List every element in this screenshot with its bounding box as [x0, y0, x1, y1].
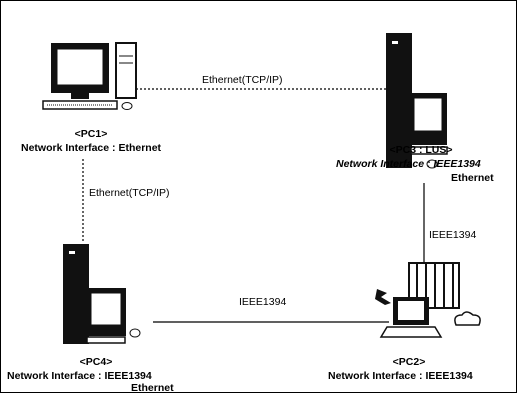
pc4-name: <PC4>: [79, 356, 113, 368]
link-label-pc4-pc2: IEEE1394: [239, 296, 287, 308]
pc4-interface: Network Interface : IEEE1394: [7, 370, 152, 382]
link-label-pc1-pc4: Ethernet(TCP/IP): [89, 187, 170, 199]
pc1-computer-icon: [42, 42, 137, 110]
pc2-interface: Network Interface : IEEE1394: [328, 370, 473, 382]
pc3-computer-icon: [386, 33, 448, 169]
pc2-name: <PC2>: [392, 356, 426, 368]
pc1-interface: Network Interface : Ethernet: [21, 142, 162, 154]
pc2-computer-icon: [375, 262, 481, 338]
pc4-interface-extra: Ethernet: [131, 382, 174, 393]
pc4-computer-icon: [63, 244, 141, 344]
pc3-interface: Network Interface : IEEE1394: [336, 158, 481, 170]
pc3-name: <PC3 : LUS>: [389, 144, 453, 156]
pc3-interface-extra: Ethernet: [451, 172, 494, 184]
link-label-pc3-pc2: IEEE1394: [429, 229, 477, 241]
link-label-pc1-pc3: Ethernet(TCP/IP): [202, 74, 283, 86]
pc1-name: <PC1>: [74, 128, 108, 140]
